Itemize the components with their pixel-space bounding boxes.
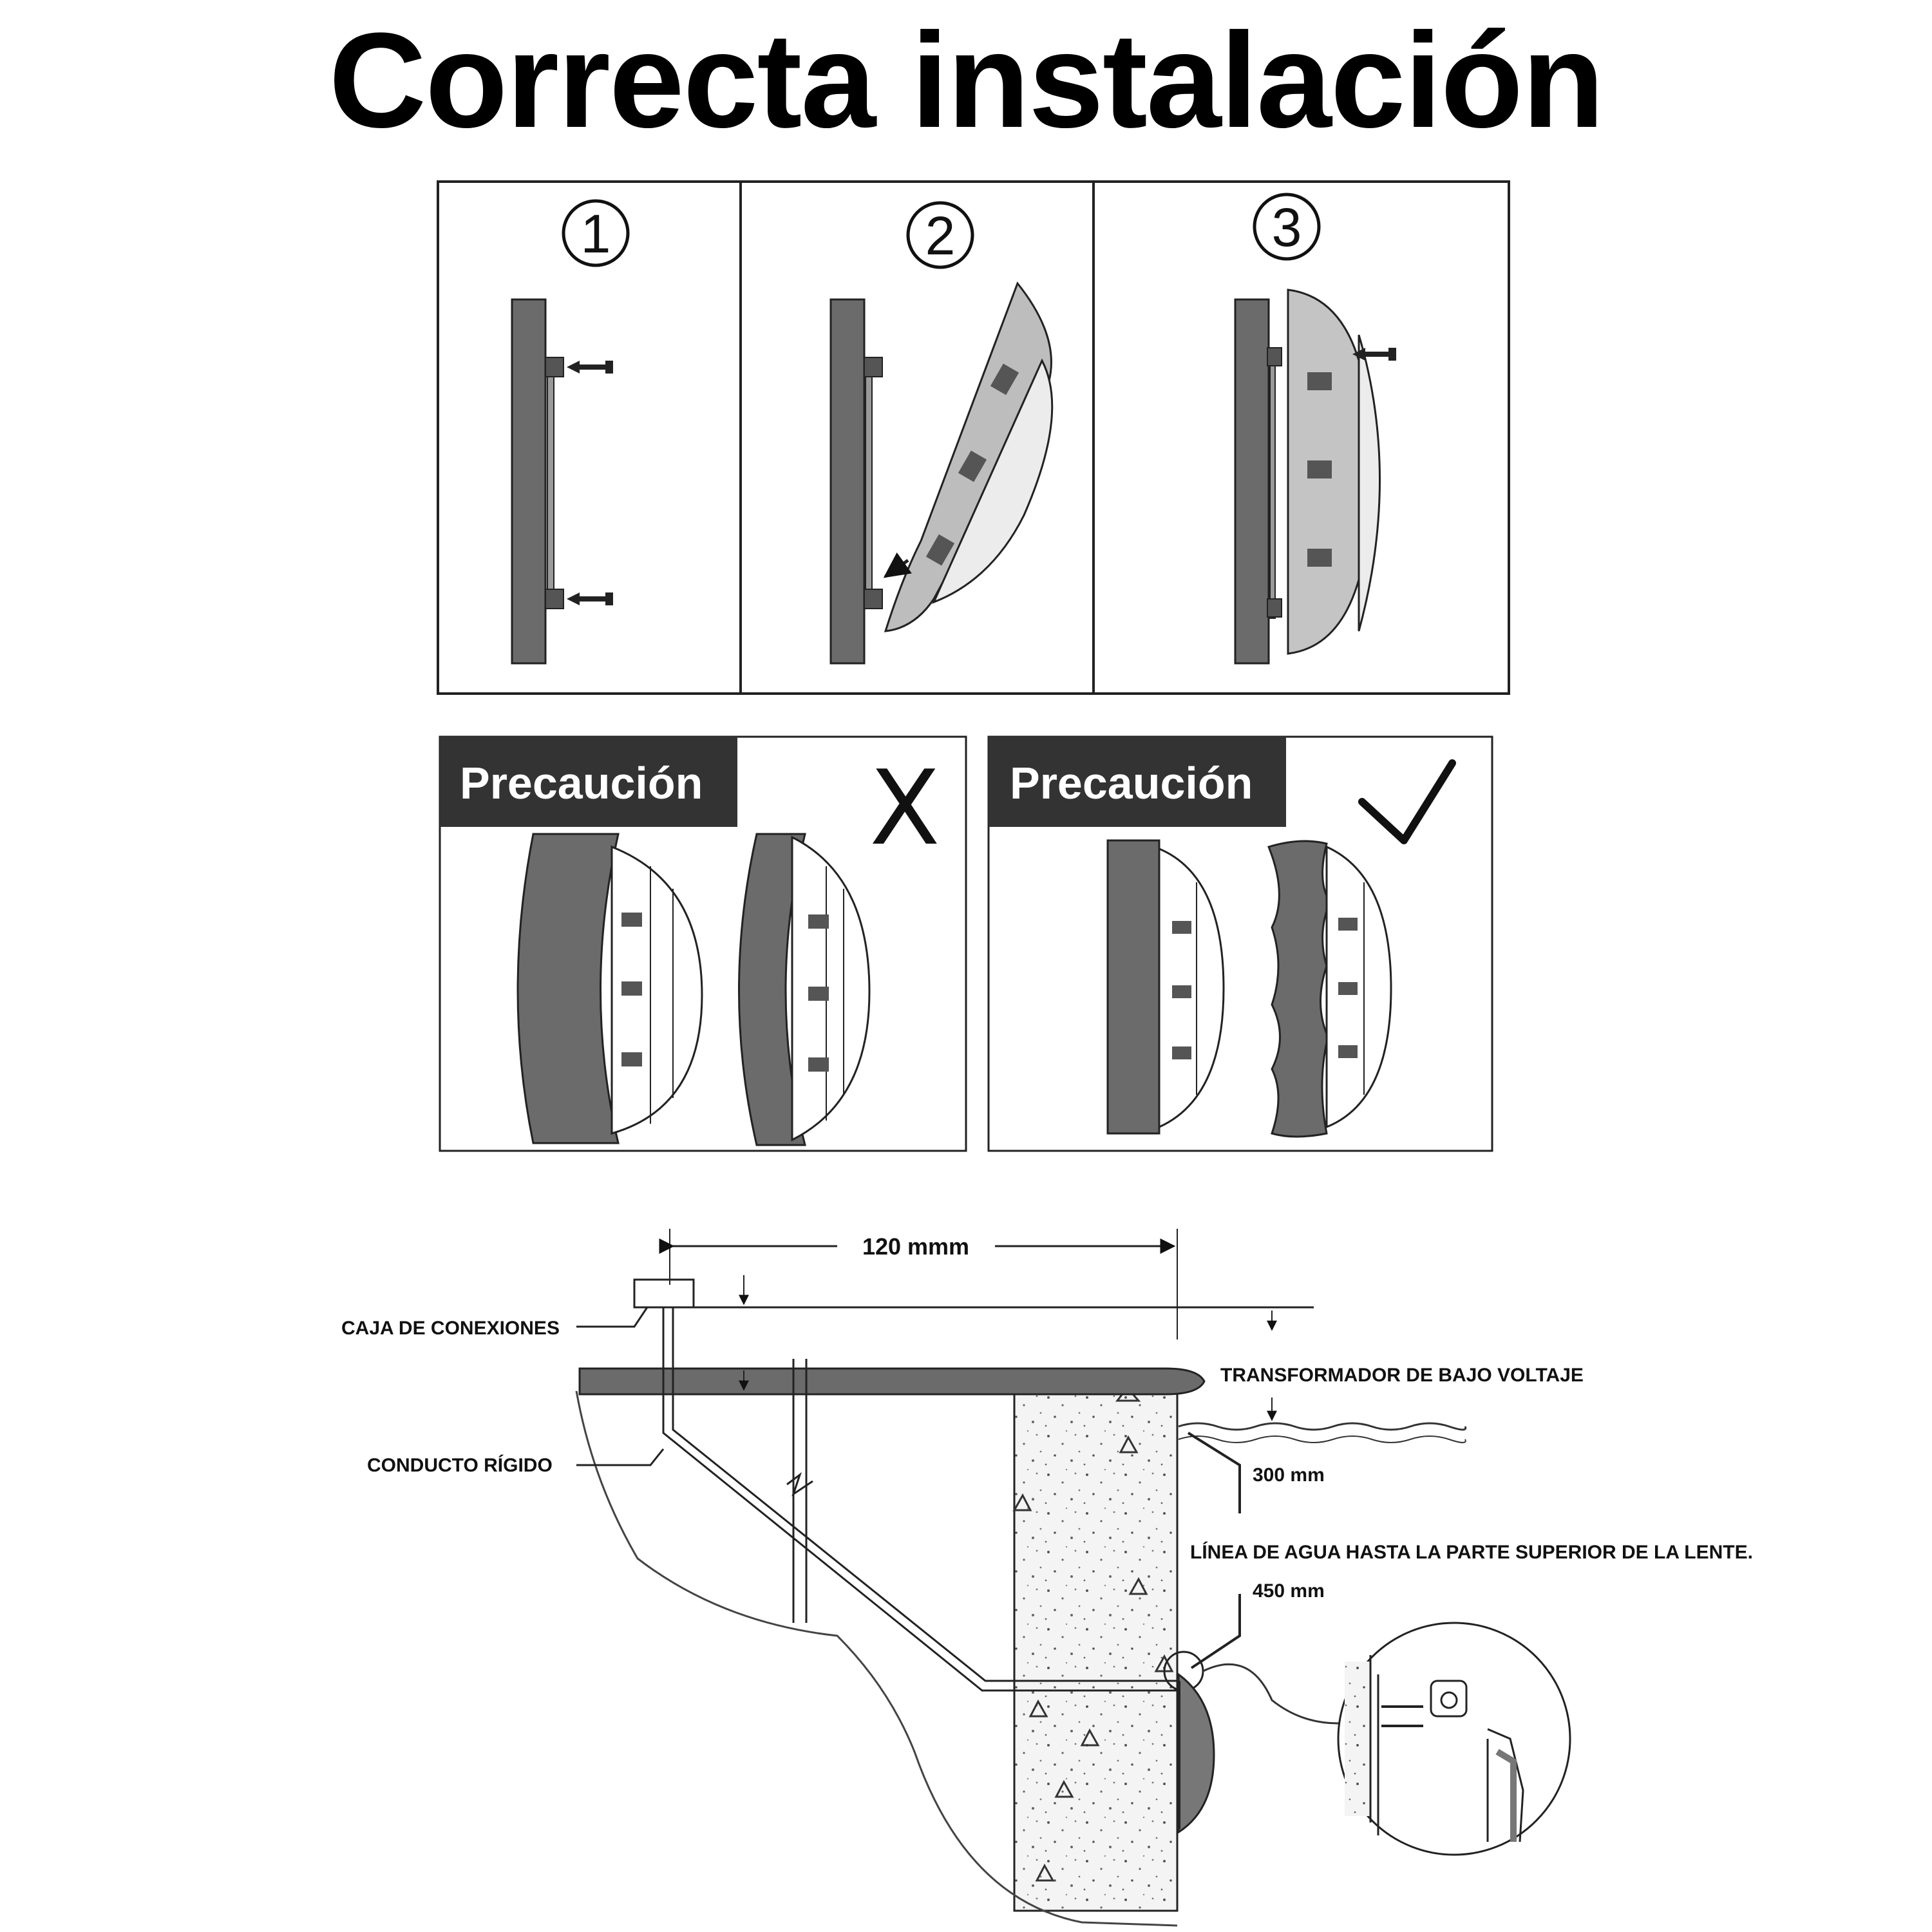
depth-450-label: 450 mm <box>1253 1580 1325 1602</box>
waterline-label: LÍNEA DE AGUA HASTA LA PARTE SUPERIOR DE… <box>1190 1541 1753 1563</box>
page-title: Correcta instalación <box>328 5 1605 156</box>
rigid-conduit-label: CONDUCTO RÍGIDO <box>367 1454 553 1476</box>
curved-wall-concave <box>516 833 620 1144</box>
arrow-icon <box>883 552 912 578</box>
step-3-number-badge: 3 <box>1253 193 1321 261</box>
step-2-number-badge: 2 <box>906 201 974 269</box>
lamp-body <box>1325 845 1392 1129</box>
mounting-bracket <box>865 373 873 596</box>
screw-icon <box>567 592 613 605</box>
step-2-number: 2 <box>925 205 956 266</box>
junction-box-label: CAJA DE CONEXIONES <box>341 1318 560 1339</box>
step-3-number: 3 <box>1272 197 1302 258</box>
step-1-number: 1 <box>581 204 611 264</box>
pool-deck <box>578 1367 1206 1396</box>
rigid-conduit <box>662 1307 1179 1692</box>
precaution-tag <box>440 737 737 827</box>
flat-wall <box>1106 839 1160 1135</box>
check-mark-icon <box>1358 759 1456 844</box>
step-2: 2 <box>829 201 1054 665</box>
precaution-tag <box>989 737 1286 827</box>
detail-inset <box>1337 1622 1571 1856</box>
wall-section <box>511 298 547 665</box>
depth-300-label: 300 mm <box>1253 1464 1325 1486</box>
junction-box <box>633 1278 695 1309</box>
precaution-correct-panel: Precaución <box>987 735 1493 1152</box>
mounting-bracket <box>547 373 554 596</box>
screw-icon <box>567 361 613 374</box>
step-1: 1 <box>511 199 630 665</box>
mounting-bracket <box>1269 347 1276 619</box>
irregular-wall <box>1267 840 1331 1138</box>
precaution-label: Precaución <box>460 758 703 808</box>
lamp-body <box>884 281 1054 632</box>
lamp-body <box>611 845 703 1135</box>
distance-label: 120 mmm <box>862 1233 969 1260</box>
screw-icon <box>1352 348 1396 361</box>
pool-light <box>1177 1672 1215 1834</box>
concrete-wall <box>1013 1387 1179 1912</box>
precaution-label: Precaución <box>1010 758 1253 808</box>
steps-panel <box>437 180 1510 695</box>
transformer-label: TRANSFORMADOR DE BAJO VOLTAJE <box>1220 1365 1584 1386</box>
wall-section <box>1234 298 1270 665</box>
curved-wall-convex <box>738 833 806 1146</box>
precaution-incorrect-panel: Precaución X <box>439 735 967 1152</box>
lamp-body <box>791 835 871 1142</box>
wrong-mark-icon: X <box>869 748 940 868</box>
pool-section-diagram: 120 mmm CAJA <box>341 1229 1753 1927</box>
step-3: 3 <box>1234 193 1396 665</box>
lamp-body <box>1287 289 1381 655</box>
wall-section <box>829 298 866 665</box>
lamp-body <box>1158 847 1225 1129</box>
step-1-number-badge: 1 <box>562 199 630 267</box>
water-line <box>1178 1422 1467 1431</box>
